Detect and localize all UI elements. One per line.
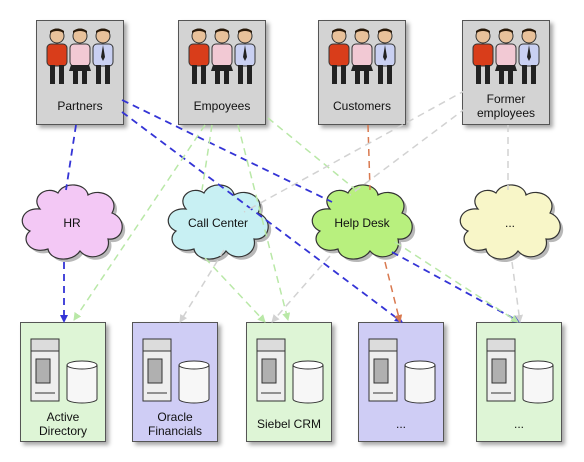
system-active-directory: Active Directory [20,322,106,442]
group-partners: Partners [36,20,124,125]
system-4: ... [358,322,444,442]
group-customers: Customers [318,20,406,125]
people-icon [46,28,114,84]
system-5: ... [476,322,562,442]
system-label: ... [513,417,524,431]
former-connector [271,255,331,323]
cloud-label: HR [63,216,81,230]
empoyees-connector [201,124,213,191]
cloud-help-desk: Help Desk [306,183,418,263]
cloud-label: Call Center [187,216,249,230]
cloud-label: Help Desk [334,216,390,230]
cloud-hr: HR [16,183,128,263]
group-label: Partners [57,99,103,113]
system-label: ... [395,417,406,431]
empoyees-connector [204,257,266,323]
group-empoyees: Empoyees [178,20,266,125]
people-icon [472,28,540,84]
server-database-icon [256,338,324,404]
server-database-icon [30,338,98,404]
system-siebel-crm: Siebel CRM [246,322,332,442]
partners-connector [65,124,77,191]
system-label: Oracle Financials [147,410,203,438]
system-oracle-financials: Oracle Financials [132,322,218,442]
server-database-icon [142,338,210,404]
people-icon [188,28,256,84]
group-label: Empoyees [193,99,251,113]
server-database-icon [486,338,554,404]
group-label: Customers [332,99,391,113]
cloud-call-center: Call Center [162,183,274,263]
system-label: Siebel CRM [256,417,322,431]
group-label: Former employees [476,92,536,120]
customers-connector [384,261,403,323]
group-former-employees: Former employees [462,20,550,125]
former-connector [511,261,524,323]
cloud-other: ... [454,183,566,263]
cloud-label: ... [504,216,515,230]
customers-connector [367,124,371,191]
people-icon [328,28,396,84]
system-label: Active Directory [38,410,87,438]
empoyees-connector [267,117,357,191]
server-database-icon [368,338,436,404]
